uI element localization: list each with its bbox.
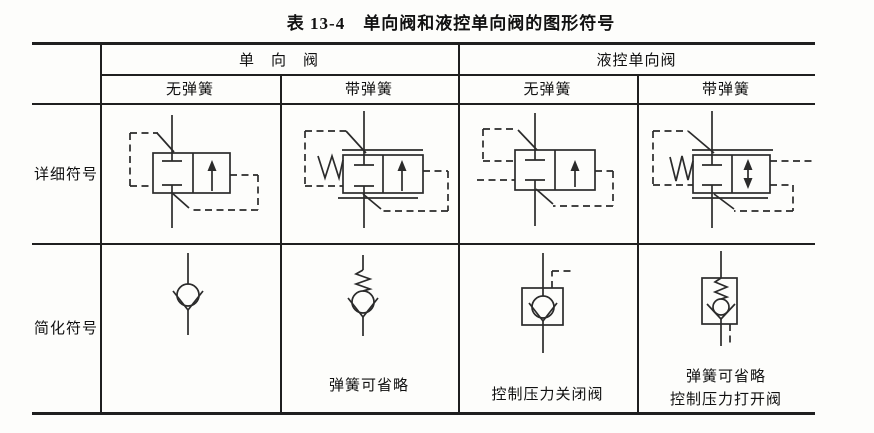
subheader-cell-no-spring-1: 无弹簧 [165,82,214,98]
table-divider [100,74,815,76]
diagram-cell-simplified-pilot-with-spring: 弹簧可省略 控制压力打开阀 [637,243,815,412]
check-valve-simplified-with-spring-diagram [347,255,379,336]
header-cell-check-valve-group: 单 向 阀 [238,53,319,69]
caption-control-pressure-closes-valve: 控制压力关闭阀 [491,387,604,403]
pilot-check-valve-detailed-no-spring-diagram [477,113,614,226]
row-label-detailed-symbol: 详细符号 [33,166,98,183]
check-valve-detailed-no-spring-diagram [129,115,259,228]
table-divider [100,45,102,412]
subheader-cell-with-spring-1: 带弹簧 [344,82,393,98]
pilot-check-valve-detailed-with-spring-diagram [652,111,812,228]
header-cell-pilot-check-valve-group: 液控单向阀 [596,53,677,69]
table-title: 表 13-4 单向阀和液控单向阀的图形符号 [286,14,616,33]
pilot-check-valve-simplified-no-spring-diagram [521,253,575,353]
subheader-cell-no-spring-2: 无弹簧 [523,82,572,98]
table-divider [458,45,460,412]
diagram-cell-detailed-pilot-no-spring [458,103,637,243]
diagram-cell-simplified-with-spring: 弹簧可省略 [280,243,458,412]
caption-spring-may-be-omitted-2: 弹簧可省略 [685,369,766,385]
check-valve-detailed-with-spring-diagram [304,111,449,228]
symbols-table: 单 向 阀 液控单向阀 无弹簧 带弹簧 无弹簧 带弹簧 详细符号 简化符号 [32,42,815,415]
caption-control-pressure-opens-valve: 控制压力打开阀 [669,392,782,408]
table-divider [32,103,815,105]
diagram-cell-simplified-no-spring [100,243,280,412]
caption-spring-may-be-omitted: 弹簧可省略 [328,378,409,394]
pilot-check-valve-simplified-with-spring-diagram [701,251,738,346]
row-label-simplified-symbol: 简化符号 [33,321,98,337]
check-valve-simplified-no-spring-diagram [172,253,204,335]
diagram-cell-simplified-pilot-no-spring: 控制压力关闭阀 [458,243,637,412]
diagram-cell-detailed-pilot-with-spring [637,103,815,243]
subheader-cell-with-spring-2: 带弹簧 [701,82,750,98]
diagram-cell-detailed-no-spring [100,103,280,243]
table-divider [32,243,815,245]
diagram-cell-detailed-with-spring [280,103,458,243]
